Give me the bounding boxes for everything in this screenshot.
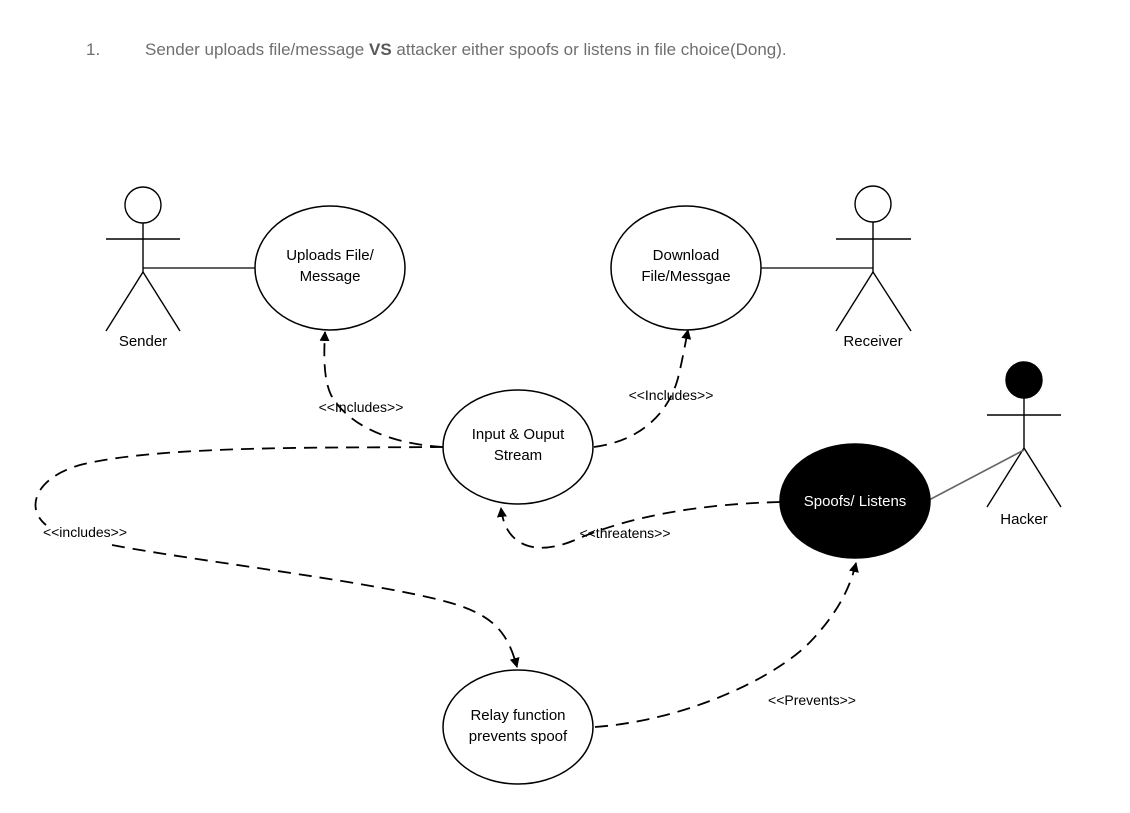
heading-text-before: Sender uploads file/message [145, 40, 369, 59]
usecase-relay[interactable]: Relay function prevents spoof [442, 669, 594, 785]
label-threatens: <<threatens>> [579, 525, 670, 541]
sender-leg-right [142, 271, 181, 332]
usecase-spoofs[interactable]: Spoofs/ Listens [779, 443, 931, 559]
usecase-uploads-shape [254, 205, 406, 331]
relation-stream-includes-relay [34, 446, 517, 667]
usecase-download-line2: File/Messgae [641, 268, 730, 285]
sender-leg-left [105, 271, 144, 332]
receiver-head [854, 185, 892, 223]
actor-receiver[interactable] [835, 185, 912, 332]
usecase-uploads-line1: Uploads File/ [286, 247, 374, 264]
relation-spoofs-threatens-stream [496, 501, 781, 549]
usecase-spoofs-shape [779, 443, 931, 559]
hacker-leg-right [1023, 447, 1062, 508]
usecase-stream[interactable]: Input & Ouput Stream [442, 389, 594, 505]
usecase-download-line1: Download [653, 247, 720, 264]
label-prevents: <<Prevents>> [768, 692, 856, 708]
association-hacker-spoofs [928, 449, 1025, 501]
usecase-download[interactable]: Download File/Messgae [610, 205, 762, 331]
usecase-relay-line2: prevents spoof [469, 728, 568, 745]
hacker-head [1005, 361, 1043, 399]
receiver-leg-left [835, 271, 874, 332]
usecase-stream-shape [442, 389, 594, 505]
usecase-relay-shape [442, 669, 594, 785]
sender-head [124, 186, 162, 224]
usecase-relay-line1: Relay function [470, 707, 565, 724]
label-includes-lower: <<includes>> [43, 524, 127, 540]
usecase-download-shape [610, 205, 762, 331]
usecase-uploads-line2: Message [300, 268, 361, 285]
label-includes-left: <<Includes>> [319, 399, 404, 415]
actor-sender[interactable] [105, 186, 181, 332]
receiver-leg-right [872, 271, 912, 332]
heading-number: 1. [86, 40, 101, 59]
relation-stream-to-uploads [319, 331, 444, 448]
receiver-label: Receiver [843, 333, 902, 350]
usecase-uploads[interactable]: Uploads File/ Message [254, 205, 406, 331]
actor-hacker[interactable] [986, 361, 1062, 508]
usecase-stream-line1: Input & Ouput [472, 426, 565, 443]
heading-text-bold: VS [368, 40, 392, 59]
hacker-label: Hacker [1000, 511, 1048, 528]
usecase-spoofs-line1: Spoofs/ Listens [804, 493, 907, 510]
relation-relay-prevents-spoofs [594, 562, 859, 728]
label-includes-right: <<Includes>> [629, 387, 714, 403]
heading-text-after: attacker either spoofs or listens in fil… [391, 40, 787, 59]
sender-label: Sender [119, 333, 167, 350]
heading-text: Sender uploads file/message VS attacker … [145, 36, 825, 63]
usecase-stream-line2: Stream [494, 447, 542, 464]
hacker-leg-left [986, 447, 1025, 508]
relation-stream-to-download [593, 329, 692, 448]
